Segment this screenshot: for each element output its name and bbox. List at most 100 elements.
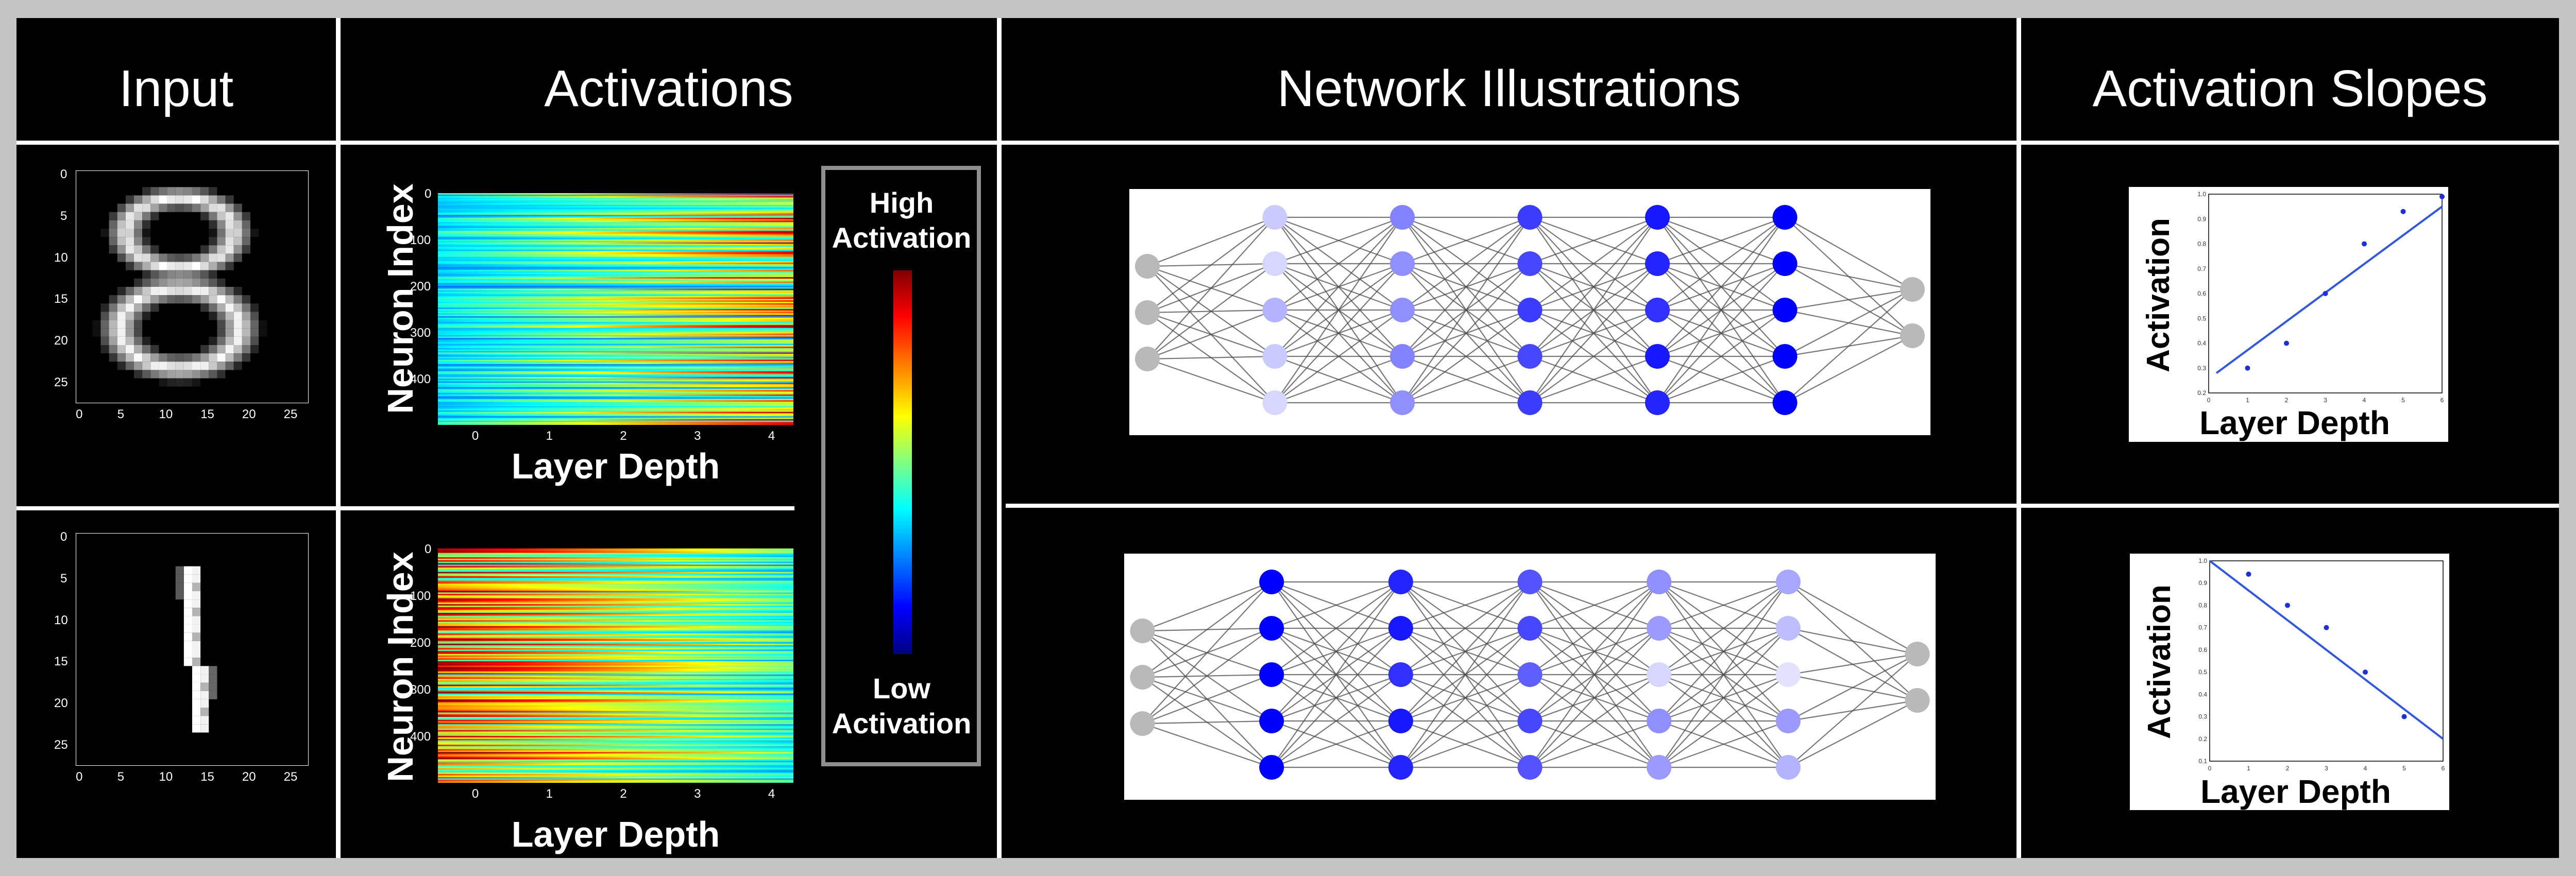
network-node: [1135, 347, 1160, 371]
network-node: [1259, 616, 1284, 641]
network-node: [1262, 344, 1287, 369]
heatmap-x-tick: 3: [694, 429, 701, 443]
header-activations: Activations: [544, 60, 793, 117]
network-node: [1390, 298, 1415, 322]
image-x-tick: 10: [159, 770, 173, 784]
heatmap-y-tick: 100: [410, 233, 431, 247]
slope-data-point: [2245, 365, 2250, 371]
slope-x-tick: 5: [2402, 765, 2406, 772]
slope-plot-area: [2209, 560, 2444, 762]
network-edges: [1142, 581, 1918, 768]
slope-y-tick: 0.8: [2198, 602, 2207, 609]
slope-data-point: [2323, 291, 2328, 296]
slope-x-tick: 1: [2246, 397, 2249, 404]
network-node: [1388, 616, 1413, 641]
activation-heatmap-row-1: [438, 193, 793, 425]
network-illustration-row-2: [1124, 554, 1936, 800]
heatmap-y-tick: 0: [425, 542, 432, 556]
heatmap-y-tick: 400: [410, 730, 431, 744]
image-y-tick: 10: [54, 250, 68, 265]
layer-depth-label-row-2: Layer Depth: [511, 814, 720, 854]
header-activation-slopes: Activation Slopes: [2092, 60, 2488, 117]
network-node: [1772, 390, 1798, 415]
slope-y-tick: 1.0: [2198, 557, 2207, 564]
network-node: [1135, 300, 1160, 325]
network-node: [1259, 755, 1284, 780]
network-node: [1772, 251, 1798, 276]
slope-y-tick: 0.2: [2197, 389, 2206, 397]
slope-x-tick: 0: [2207, 397, 2211, 404]
slope-y-tick: 0.2: [2198, 735, 2207, 743]
network-node: [1517, 344, 1543, 369]
network-node: [1259, 709, 1284, 733]
colorbar-low-label: Low Activation: [832, 672, 972, 740]
network-node: [1900, 323, 1925, 348]
network-node: [1775, 709, 1801, 733]
network-node: [1388, 755, 1413, 780]
slope-data-point: [2324, 625, 2329, 630]
image-y-tick: 0: [60, 530, 67, 544]
image-x-tick: 10: [159, 407, 173, 421]
heatmap-x-tick: 0: [471, 787, 479, 801]
network-node: [1517, 205, 1543, 230]
network-node: [1517, 390, 1543, 415]
network-node: [1259, 570, 1284, 594]
network-node: [1775, 755, 1801, 780]
slope-y-tick: 0.7: [2198, 624, 2207, 631]
layer-depth-label-row-1: Layer Depth: [511, 446, 720, 486]
image-x-tick: 20: [242, 770, 256, 784]
heatmap-x-tick: 1: [546, 429, 553, 443]
slope-y-tick: 0.9: [2198, 579, 2207, 587]
activation-heatmap-row-2: [438, 548, 793, 783]
network-illustration-row-1: [1129, 189, 1930, 435]
heatmap-y-tick: 100: [410, 589, 431, 603]
slope-x-tick: 5: [2401, 397, 2405, 404]
network-node: [1905, 688, 1930, 713]
network-node: [1390, 251, 1415, 276]
image-x-tick: 25: [283, 770, 298, 784]
heatmap-y-tick: 300: [410, 683, 431, 697]
heatmap-x-tick: 2: [620, 429, 627, 443]
slope-data-point: [2284, 340, 2289, 346]
slope-data-point: [2362, 241, 2367, 247]
figure-frame: Input Activations Network Illustrations …: [16, 18, 2559, 858]
slope-y-tick: 1.0: [2197, 191, 2206, 198]
network-node: [1388, 709, 1413, 733]
network-node: [1517, 251, 1543, 276]
divider-activations-network: [997, 18, 1002, 858]
network-node: [1775, 616, 1801, 641]
image-y-tick: 25: [54, 737, 68, 752]
slope-y-tick: 0.8: [2197, 241, 2206, 248]
heatmap-y-tick: 300: [410, 326, 431, 340]
header-input: Input: [118, 60, 234, 117]
slope-y-tick: 0.5: [2197, 315, 2206, 322]
network-node: [1772, 205, 1798, 230]
slope-data-point: [2439, 194, 2445, 199]
image-y-tick: 0: [60, 167, 67, 182]
digit-pixels: [76, 533, 309, 766]
slope-x-tick: 3: [2324, 397, 2327, 404]
network-node: [1517, 662, 1543, 687]
slope-y-tick: 0.3: [2197, 365, 2206, 372]
slope-y-tick: 0.9: [2197, 215, 2206, 222]
image-x-tick: 5: [117, 407, 125, 421]
image-x-tick: 0: [76, 407, 83, 421]
header-network-illustrations: Network Illustrations: [1277, 60, 1741, 117]
heatmap-x-tick: 3: [694, 787, 701, 801]
digit-pixels: [76, 170, 309, 403]
network-node: [1517, 709, 1543, 733]
network-node: [1390, 344, 1415, 369]
network-node: [1135, 254, 1160, 279]
heatmap-y-tick: 0: [425, 187, 432, 201]
image-y-tick: 20: [54, 333, 68, 348]
slope-y-tick: 0.7: [2197, 265, 2206, 272]
neuron-index-label-row-1: Neuron Index: [380, 183, 420, 414]
network-node: [1900, 277, 1925, 302]
network-node: [1517, 298, 1543, 322]
heatmap-x-tick: 2: [620, 787, 627, 801]
network-node: [1130, 619, 1155, 643]
divider-network-slopes: [2016, 18, 2021, 858]
slope-ylabel-row-1: Activation: [2141, 218, 2176, 372]
